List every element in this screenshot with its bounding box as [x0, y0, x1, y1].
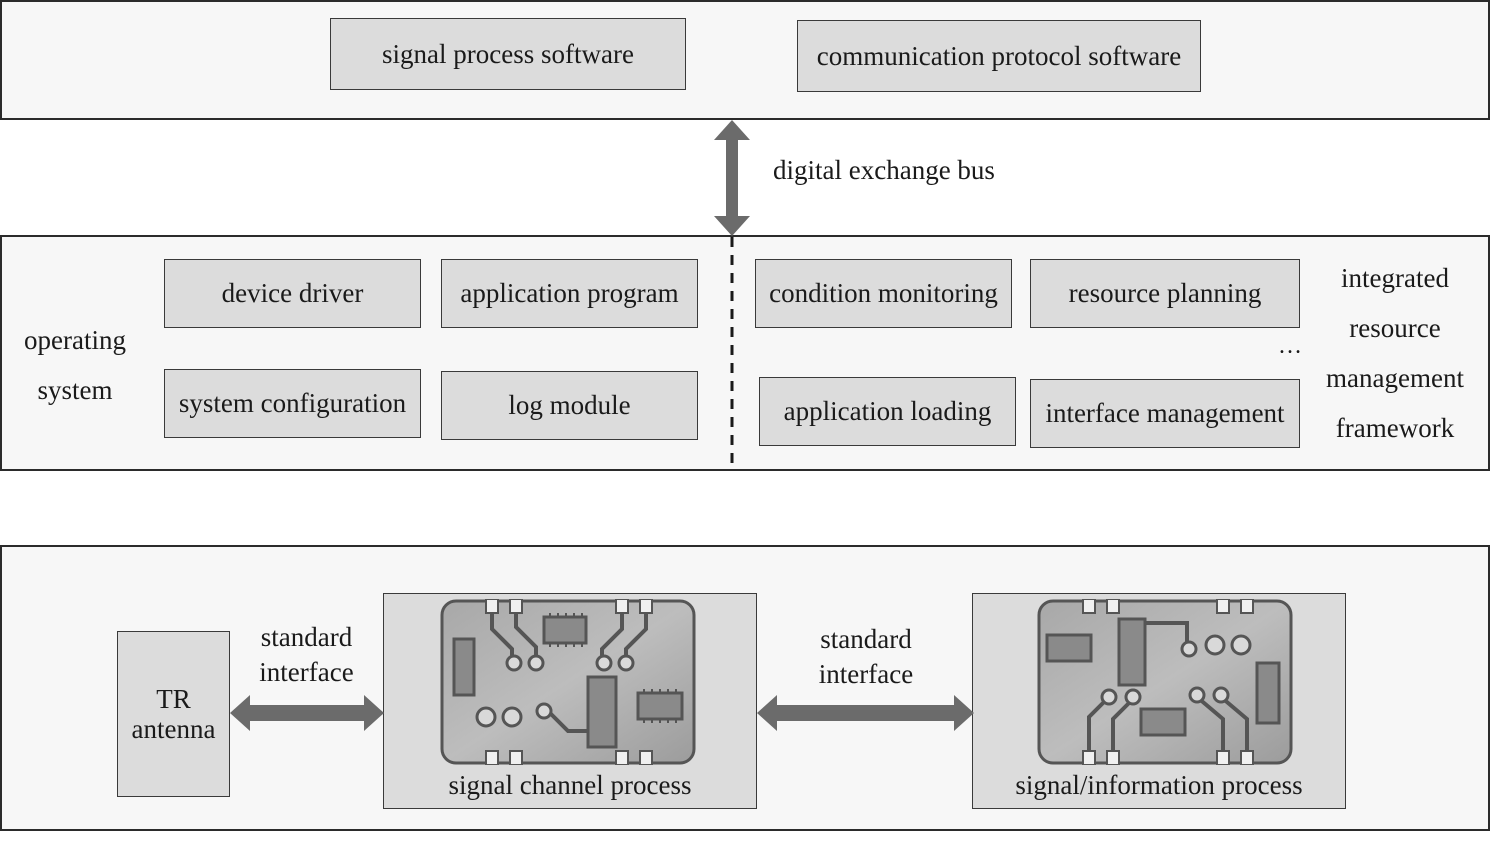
tr-antenna-label-line2: antenna: [131, 714, 216, 744]
tr-antenna-label-line1: TR: [156, 684, 191, 714]
log-module-box: log module: [441, 371, 698, 440]
ellipsis-label: …: [1278, 333, 1302, 359]
framework-label-line1: integrated: [1341, 263, 1449, 293]
operating-system-label-line2: system: [37, 375, 113, 405]
antenna-channel-double-arrow: [230, 695, 384, 731]
framework-label-line3: management: [1326, 363, 1464, 393]
standard-interface-2-line1: standard: [820, 624, 912, 654]
standard-interface-2-line2: interface: [818, 659, 914, 689]
application-program-box: application program: [441, 259, 698, 328]
operating-system-label-line1: operating: [24, 325, 126, 355]
system-configuration-box: system configuration: [164, 369, 421, 438]
circuit-board-icon-2: [1037, 599, 1293, 765]
operating-system-label: operating system: [14, 315, 136, 415]
integrated-resource-management-framework-label: integrated resource management framework: [1312, 253, 1478, 453]
standard-interface-label-2: standard interface: [798, 622, 934, 692]
application-layer-panel: [0, 0, 1490, 120]
signal-information-process-label: signal/information process: [1015, 770, 1303, 800]
bus-double-arrow: [714, 120, 750, 236]
signal-channel-process-label: signal channel process: [448, 770, 692, 800]
device-driver-box: device driver: [164, 259, 421, 328]
communication-protocol-software-box: communication protocol software: [797, 20, 1201, 92]
digital-exchange-bus-label: digital exchange bus: [773, 155, 995, 185]
channel-information-double-arrow: [757, 695, 974, 731]
standard-interface-1-line2: interface: [259, 657, 354, 687]
circuit-board-icon: [440, 599, 696, 765]
framework-label-line2: resource: [1349, 313, 1441, 343]
standard-interface-label-1: standard interface: [240, 620, 373, 690]
condition-monitoring-box: condition monitoring: [755, 259, 1012, 328]
resource-planning-box: resource planning: [1030, 259, 1300, 328]
interface-management-box: interface management: [1030, 379, 1300, 448]
framework-label-line4: framework: [1335, 413, 1455, 443]
standard-interface-1-line1: standard: [260, 622, 353, 652]
tr-antenna-box: TR antenna: [117, 631, 230, 797]
application-loading-box: application loading: [759, 377, 1016, 446]
signal-process-software-box: signal process software: [330, 18, 686, 90]
